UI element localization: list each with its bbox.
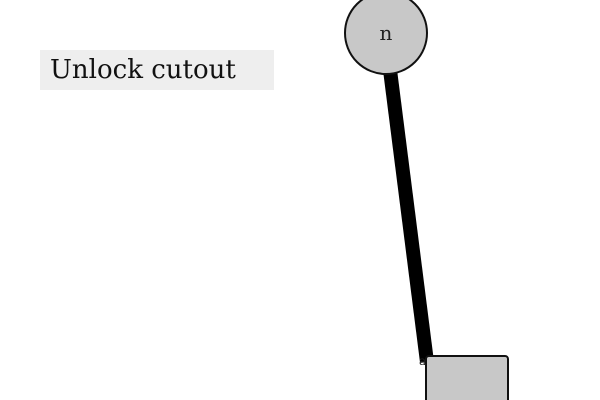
- cutout-block[interactable]: [425, 355, 509, 400]
- unlock-cutout-button[interactable]: Unlock cutout: [40, 50, 274, 90]
- node-circle[interactable]: [344, 0, 428, 75]
- node-label: n: [380, 21, 393, 45]
- block-port-label: a: [419, 354, 426, 368]
- connector-link[interactable]: [383, 69, 434, 363]
